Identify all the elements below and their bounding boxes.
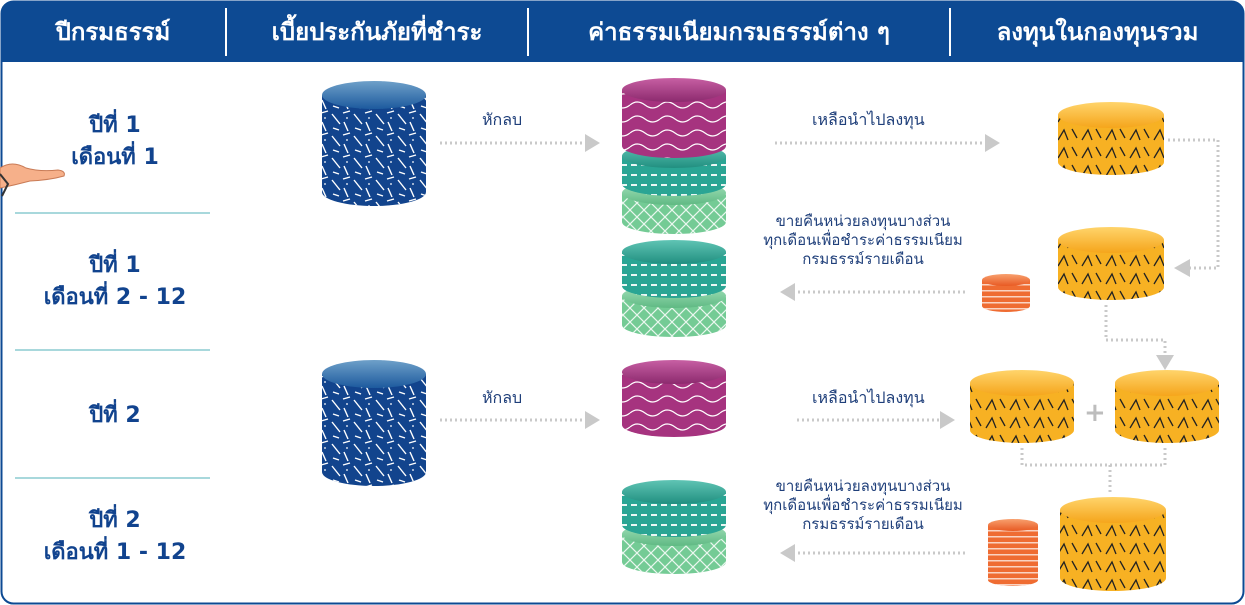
row-label-4: ปีที่ 2 เดือนที่ 1 - 12 (20, 505, 210, 569)
connector (1104, 305, 1167, 355)
row-label-line2: เดือนที่ 1 - 12 (43, 540, 187, 565)
premium-cylinder (322, 360, 426, 486)
premium-cylinder (322, 81, 426, 206)
header-policy-year: ปีกรมธรรม์ (55, 17, 171, 46)
fund-cylinder (1115, 370, 1219, 443)
sell-units-note: ขายคืนหน่วยลงทุนบางส่วน ทุกเดือนเพื่อชำร… (748, 477, 978, 534)
fund-cylinder (1058, 102, 1164, 175)
row-label-1: ปีที่ 1 เดือนที่ 1 (20, 110, 210, 174)
deduct-label: หักลบ (482, 110, 523, 129)
header-policy-fees: ค่าธรรมเนียมกรมธรรม์ต่าง ๆ (588, 17, 890, 46)
fund-cylinder (970, 370, 1074, 443)
row-label-line1: ปีที่ 1 (89, 113, 141, 138)
deduct-label: หักลบ (482, 388, 523, 407)
fund-cylinder (1060, 497, 1166, 591)
sell-units-note: ขายคืนหน่วยลงทุนบางส่วน ทุกเดือนเพื่อชำร… (748, 212, 978, 269)
fee-stack (622, 360, 726, 437)
sell-units-line2: ทุกเดือนเพื่อชำระค่าธรรมเนียม (763, 231, 963, 249)
row-label-line1: ปีที่ 2 (89, 403, 141, 428)
arrow-deduct (440, 411, 600, 429)
row-label-2: ปีที่ 1 เดือนที่ 2 - 12 (20, 250, 210, 314)
arrow-sell (780, 544, 965, 562)
row-label-3: ปีที่ 2 (20, 400, 210, 432)
arrow-deduct (440, 134, 600, 152)
sell-units-line2: ทุกเดือนเพื่อชำระค่าธรรมเนียม (763, 496, 963, 514)
sell-units-line1: ขายคืนหน่วยลงทุนบางส่วน (775, 477, 951, 495)
arrow-invest (797, 411, 955, 429)
header-invest-fund: ลงทุนในกองทุนรวม (996, 17, 1199, 46)
fee-stack (622, 78, 726, 234)
plus-sign: + (1084, 398, 1106, 428)
remain-invest-label: เหลือนำไปลงทุน (812, 110, 925, 129)
arrow-invest (775, 134, 1000, 152)
fee-stack-monthly (622, 480, 726, 574)
sell-units-line3: กรมธรรม์รายเดือน (802, 515, 924, 533)
header-premium-paid: เบี้ยประกันภัยที่ชำระ (271, 17, 483, 46)
sell-units-line3: กรมธรรม์รายเดือน (802, 250, 924, 268)
fee-stack-monthly (622, 240, 726, 337)
row-label-line1: ปีที่ 2 (89, 508, 141, 533)
hand-icon (0, 163, 65, 197)
connector (1168, 138, 1220, 270)
row-label-line1: ปีที่ 1 (89, 253, 141, 278)
arrow-sell (780, 283, 965, 301)
sell-units-cylinder (982, 274, 1030, 312)
fund-cylinder (1058, 227, 1164, 300)
row-label-line2: เดือนที่ 1 (71, 145, 159, 170)
row-label-line2: เดือนที่ 2 - 12 (43, 285, 187, 310)
remain-invest-label: เหลือนำไปลงทุน (812, 388, 925, 407)
sell-units-cylinder (988, 519, 1038, 586)
sell-units-line1: ขายคืนหน่วยลงทุนบางส่วน (775, 212, 951, 230)
